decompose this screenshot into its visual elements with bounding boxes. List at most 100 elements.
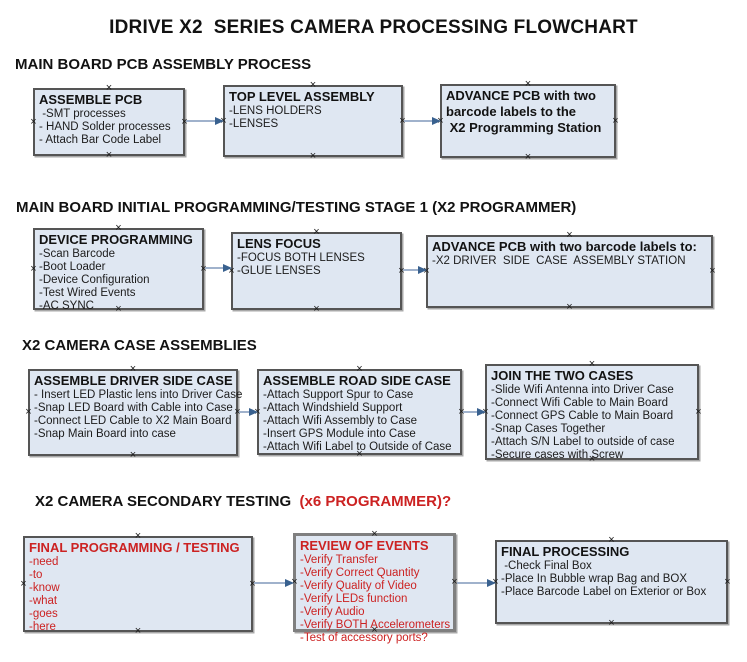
- box-item: - Attach Bar Code Label: [39, 134, 162, 146]
- box-title: REVIEW OF EVENTS: [300, 538, 429, 553]
- box-item: -X2 DRIVER SIDE CASE ASSEMBLY STATION: [432, 255, 686, 267]
- box-title: ADVANCE PCB with two barcode labels to:: [432, 239, 697, 254]
- box-item: -Test of accessory ports?: [300, 632, 428, 644]
- flow-box-assemble-pcb: ASSEMBLE PCB -SMT processes- HAND Solder…: [30, 83, 187, 161]
- flow-arrow-right-icon: [404, 117, 441, 125]
- section-heading-case-assemblies: X2 CAMERA CASE ASSEMBLIES: [22, 337, 257, 354]
- box-title: LENS FOCUS: [237, 236, 321, 251]
- section-heading-pcb-assembly: MAIN BOARD PCB ASSEMBLY PROCESS: [15, 56, 312, 73]
- anchor-x-icon: ×: [398, 264, 405, 277]
- box-item: -Snap Cases Together: [491, 423, 606, 435]
- box-item: -Secure cases with Screw: [491, 449, 624, 461]
- flow-arrow-right-icon: [403, 266, 427, 274]
- box-title: DEVICE PROGRAMMING: [39, 232, 193, 247]
- box-item: -Verify Audio: [300, 606, 365, 618]
- anchor-x-icon: ×: [309, 150, 317, 162]
- flow-box-advance-pcb-to-programming-station: ADVANCE PCB with two barcode labels to t…: [437, 79, 618, 163]
- box-item: -Connect LED Cable to X2 Main Board: [34, 415, 232, 427]
- anchor-x-icon: ×: [105, 149, 113, 161]
- box-item: -Attach S/N Label to outside of case: [491, 436, 675, 448]
- box-item: -FOCUS BOTH LENSES: [237, 252, 365, 264]
- flow-box-advance-pcb-to-assembly-station: ADVANCE PCB with two barcode labels to: …: [423, 230, 715, 313]
- box-title: ADVANCE PCB with two barcode labels to t…: [446, 88, 602, 135]
- box-item: -Snap Main Board into case: [34, 428, 176, 440]
- box-items: -Check Final Box-Place In Bubble wrap Ba…: [501, 560, 723, 599]
- box-item: -Verify Transfer: [300, 554, 378, 566]
- flow-arrow-right-icon: [205, 264, 232, 272]
- box-title: ASSEMBLE ROAD SIDE CASE: [263, 373, 451, 388]
- box-item: -LENS HOLDERS: [229, 105, 322, 117]
- box-items: - Insert LED Plastic lens into Driver Ca…: [34, 389, 242, 441]
- box-item: -Verify LEDs function: [300, 593, 408, 605]
- box-item: -GLUE LENSES: [237, 265, 321, 277]
- flow-box-join-the-two-cases: JOIN THE TWO CASES -Slide Wifi Antenna i…: [482, 359, 701, 465]
- anchor-x-icon: ×: [200, 262, 207, 275]
- box-item: -know: [29, 582, 60, 594]
- box-title: FINAL PROCESSING: [501, 544, 630, 559]
- anchor-x-icon: ×: [524, 151, 532, 163]
- flow-box-assemble-driver-side-case: ASSEMBLE DRIVER SIDE CASE - Insert LED P…: [25, 364, 242, 461]
- anchor-x-icon: ×: [30, 262, 37, 275]
- anchor-x-icon: ×: [20, 577, 27, 590]
- anchor-x-icon: ×: [608, 617, 615, 629]
- anchor-x-icon: ×: [129, 449, 137, 461]
- box-item: -goes: [29, 608, 58, 620]
- anchor-x-icon: ×: [30, 115, 37, 128]
- box-items: -SMT processes- HAND Solder processes- A…: [39, 108, 180, 147]
- box-title: TOP LEVEL ASSEMBLY: [229, 89, 375, 104]
- box-items: -FOCUS BOTH LENSES-GLUE LENSES: [237, 252, 397, 278]
- box-title: FINAL PROGRAMMING / TESTING: [29, 540, 240, 555]
- flow-box-device-programming: DEVICE PROGRAMMING -Scan Barcode-Boot Lo…: [30, 223, 206, 315]
- box-item: -to: [29, 569, 43, 581]
- flow-arrow-right-icon: [254, 579, 294, 587]
- anchor-x-icon: ×: [709, 265, 716, 277]
- section-heading-secondary-testing: X2 CAMERA SECONDARY TESTING (x6 PROGRAMM…: [35, 493, 451, 510]
- anchor-x-icon: ×: [724, 575, 731, 588]
- box-item: -Verify Correct Quantity: [300, 567, 420, 579]
- flow-arrow-right-icon: [239, 408, 258, 416]
- box-item: -Test Wired Events: [39, 287, 136, 299]
- box-items: -need-to-know-what-goes-here: [29, 556, 248, 634]
- anchor-x-icon: ×: [249, 577, 256, 590]
- anchor-x-icon: ×: [25, 406, 32, 418]
- box-item: -Insert GPS Module into Case: [263, 428, 416, 440]
- box-items: -Slide Wifi Antenna into Driver Case-Con…: [491, 384, 694, 462]
- anchor-x-icon: ×: [313, 303, 320, 315]
- box-item: -Attach Support Spur to Case: [263, 389, 414, 401]
- box-item: -Scan Barcode: [39, 248, 116, 260]
- flow-box-final-processing: FINAL PROCESSING -Check Final Box-Place …: [492, 535, 730, 629]
- box-item: -Attach Wifi Assembly to Case: [263, 415, 418, 427]
- box-item: -Boot Loader: [39, 261, 106, 273]
- flow-arrow-right-icon: [186, 117, 224, 125]
- box-item: -Device Configuration: [39, 274, 150, 286]
- flow-arrow-right-icon: [457, 579, 496, 587]
- heading-red-part: (x6 PROGRAMMER)?: [295, 493, 452, 510]
- box-item: -here: [29, 621, 56, 633]
- box-items: -Scan Barcode-Boot Loader-Device Configu…: [39, 248, 199, 313]
- box-title: JOIN THE TWO CASES: [491, 368, 634, 383]
- box-item: - HAND Solder processes: [39, 121, 171, 133]
- flow-box-assemble-road-side-case: ASSEMBLE ROAD SIDE CASE -Attach Support …: [254, 364, 464, 460]
- box-title: ASSEMBLE DRIVER SIDE CASE: [34, 373, 233, 388]
- box-item: -Slide Wifi Antenna into Driver Case: [491, 384, 674, 396]
- box-item: -Verify BOTH Accelerometers: [300, 619, 451, 631]
- box-item: -need: [29, 556, 59, 568]
- box-item: -Place In Bubble wrap Bag and BOX: [501, 573, 688, 585]
- flow-box-top-level-assembly: TOP LEVEL ASSEMBLY -LENS HOLDERS-LENSES …: [220, 80, 405, 162]
- box-item: -Connect GPS Cable to Main Board: [491, 410, 674, 422]
- box-item: -Check Final Box: [501, 560, 592, 572]
- box-item: -LENSES: [229, 118, 279, 130]
- box-item: -AC SYNC: [39, 300, 94, 312]
- box-item: -Verify Quality of Video: [300, 580, 417, 592]
- flow-box-final-programming-testing: FINAL PROGRAMMING / TESTING -need-to-kno…: [20, 531, 255, 637]
- flow-box-lens-focus: LENS FOCUS -FOCUS BOTH LENSES-GLUE LENSE…: [228, 227, 404, 315]
- flow-arrow-right-icon: [463, 408, 486, 416]
- anchor-x-icon: ×: [566, 301, 573, 313]
- anchor-x-icon: ×: [181, 115, 188, 128]
- box-item: -Attach Windshield Support: [263, 402, 403, 414]
- page-title: IDRIVE X2 SERIES CAMERA PROCESSING FLOWC…: [109, 17, 638, 38]
- heading-black-part: X2 CAMERA SECONDARY TESTING: [35, 493, 296, 510]
- box-items: -LENS HOLDERS-LENSES: [229, 105, 398, 131]
- flow-box-review-of-events: REVIEW OF EVENTS -Verify Transfer-Verify…: [291, 529, 457, 645]
- box-item: -Connect Wifi Cable to Main Board: [491, 397, 669, 409]
